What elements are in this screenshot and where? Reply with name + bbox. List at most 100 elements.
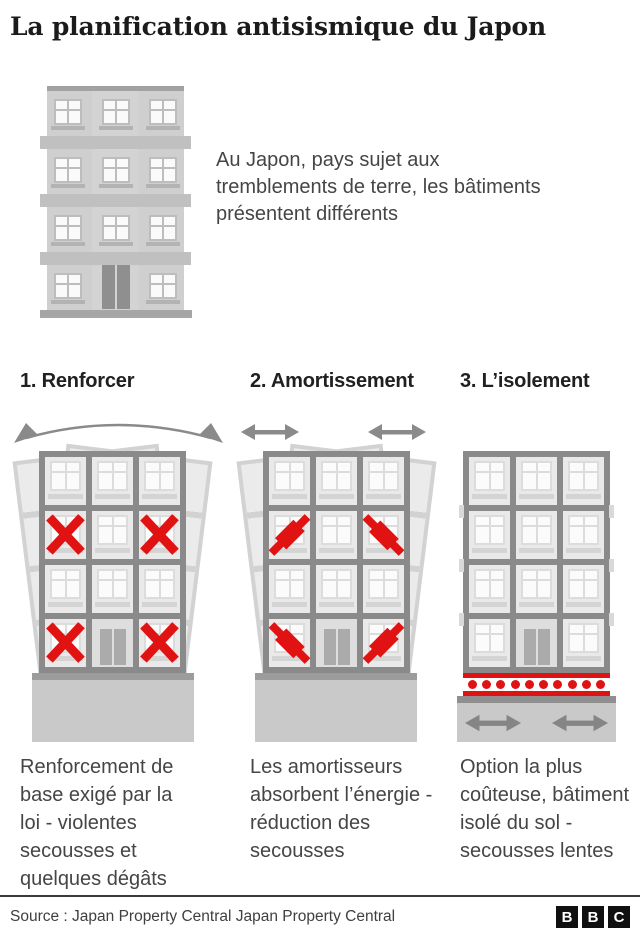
facade-cell <box>563 457 604 505</box>
bbc-logo: B B C <box>556 906 630 928</box>
roller-icon <box>567 680 577 689</box>
building-illustration <box>40 86 192 326</box>
shake-arrow-right-icon <box>368 424 426 440</box>
facade-cell <box>469 619 510 667</box>
window <box>51 215 85 246</box>
source-credit: Source : Japan Property Central Japan Pr… <box>10 908 396 925</box>
facade-cell <box>45 565 86 613</box>
ground-slide-arrow-left-icon <box>465 714 521 731</box>
diagram-dampers <box>236 410 445 742</box>
bbc-logo-letter: B <box>582 906 604 928</box>
foundation-block <box>457 703 616 742</box>
window <box>51 157 85 188</box>
facade-cell <box>45 457 86 505</box>
page-title: La planification antisismique du Japon <box>10 12 547 41</box>
roller-icon <box>596 680 606 689</box>
isolation-layer-bottom <box>463 691 610 696</box>
bbc-logo-letter: B <box>556 906 578 928</box>
section-dampers: 2. Amortissement Les amortisseurs absorb… <box>236 370 445 865</box>
window <box>146 99 180 130</box>
cross-brace-icon <box>45 511 86 559</box>
foundation-strip <box>255 673 417 680</box>
facade-cell <box>516 511 557 559</box>
sway-arrow-icon <box>14 423 223 443</box>
floor-ledge <box>40 136 191 149</box>
section-description-reinforce: Renforcement de base exigé par la loi - … <box>20 756 174 890</box>
building-base <box>40 310 192 318</box>
door-cell <box>516 619 557 667</box>
section-heading-isolation: 3. L’isolement <box>460 370 590 392</box>
intro-text: Au Japon, pays sujet aux tremblements de… <box>216 149 541 225</box>
facade-cell <box>139 457 180 505</box>
bbc-logo-letter: C <box>608 906 630 928</box>
facade-cell <box>269 565 310 613</box>
building-frame-isolation <box>463 451 610 673</box>
window <box>98 157 133 188</box>
facade-cell <box>316 457 357 505</box>
facade-cell <box>516 565 557 613</box>
roller-icon <box>467 680 477 689</box>
facade-cell <box>563 565 604 613</box>
section-heading-dampers: 2. Amortissement <box>250 370 414 392</box>
roller-icon <box>553 680 563 689</box>
damper-icon <box>268 511 311 559</box>
diagram-isolation <box>457 410 632 742</box>
shake-arrow-left-icon <box>241 424 299 440</box>
balcony-tab <box>459 613 464 626</box>
section-description-dampers: Les amortisseurs absorbent l’énergie - r… <box>250 756 433 862</box>
section-heading-reinforce: 1. Renforcer <box>20 370 135 392</box>
building-frame-reinforce <box>39 451 186 673</box>
facade-cell <box>469 511 510 559</box>
roller-icon <box>524 680 534 689</box>
isolation-rollers <box>463 678 610 691</box>
window <box>98 215 133 246</box>
facade-cell <box>363 457 404 505</box>
floor-ledge <box>40 194 191 207</box>
cross-brace-icon <box>139 619 180 667</box>
window <box>146 215 180 246</box>
balcony-tab <box>609 613 614 626</box>
balcony-tab <box>459 559 464 572</box>
facade-cell <box>269 457 310 505</box>
damper-icon <box>362 511 405 559</box>
facade-cell <box>363 565 404 613</box>
foundation-strip <box>457 696 616 703</box>
cross-brace-icon <box>45 619 86 667</box>
roller-icon <box>539 680 549 689</box>
footer: Source : Japan Property Central Japan Pr… <box>0 895 640 928</box>
roller-icon <box>510 680 520 689</box>
section-reinforce: 1. Renforcer Renforcement de base exigé … <box>12 370 238 893</box>
foundation-block <box>32 680 194 742</box>
balcony-tab <box>609 505 614 518</box>
building-frame-dampers <box>263 451 410 673</box>
window <box>98 99 133 130</box>
balcony-tab <box>459 505 464 518</box>
door-cell <box>92 619 133 667</box>
window <box>51 99 85 130</box>
facade-cell <box>469 457 510 505</box>
section-description-isolation: Option la plus coûteuse, bâtiment isolé … <box>460 756 629 862</box>
damper-icon <box>362 619 405 667</box>
facade-cell <box>316 511 357 559</box>
window <box>146 273 180 304</box>
facade-cell <box>92 511 133 559</box>
facade-cell <box>516 457 557 505</box>
isolation-layer-top <box>463 673 610 678</box>
facade-cell <box>92 565 133 613</box>
balcony-tab <box>609 559 614 572</box>
section-isolation: 3. L’isolement <box>457 370 632 865</box>
floor-ledge <box>40 252 191 265</box>
roller-icon <box>582 680 592 689</box>
building-roof <box>47 86 184 91</box>
foundation-block <box>255 680 417 742</box>
cross-brace-icon <box>139 511 180 559</box>
facade-cell <box>316 565 357 613</box>
facade-cell <box>92 457 133 505</box>
roller-icon <box>496 680 506 689</box>
window <box>146 157 180 188</box>
facade-cell <box>563 511 604 559</box>
facade-cell <box>469 565 510 613</box>
window <box>51 273 85 304</box>
foundation-strip <box>32 673 194 680</box>
